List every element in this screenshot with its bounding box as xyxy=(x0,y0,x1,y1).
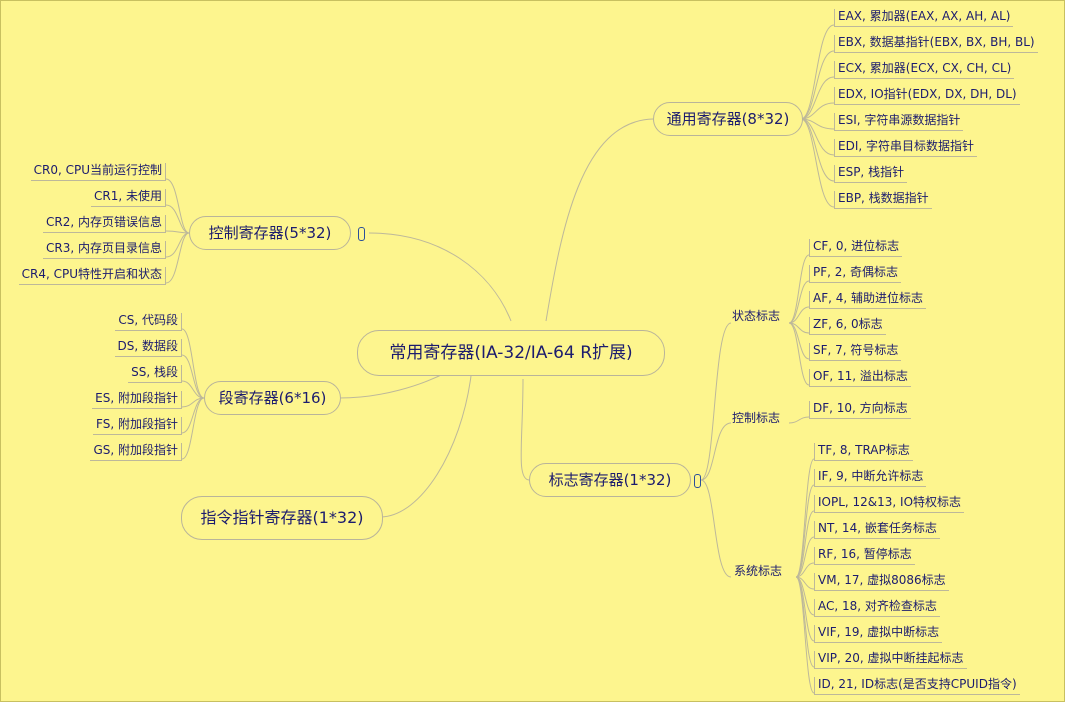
leaf-esp[interactable]: ESP, 栈指针 xyxy=(834,165,908,183)
leaf-vif[interactable]: VIF, 19, 虚拟中断标志 xyxy=(814,625,943,643)
leaf-of[interactable]: OF, 11, 溢出标志 xyxy=(809,369,911,387)
leaf-eax[interactable]: EAX, 累加器(EAX, AX, AH, AL) xyxy=(834,9,1014,27)
leaf-nt[interactable]: NT, 14, 嵌套任务标志 xyxy=(814,521,940,539)
leaf-sf[interactable]: SF, 7, 符号标志 xyxy=(809,343,902,361)
link-central-control xyxy=(368,232,512,322)
leaf-gs[interactable]: GS, 附加段指针 xyxy=(90,443,182,461)
paperclip-icon[interactable] xyxy=(358,227,365,241)
leaf-edx[interactable]: EDX, IO指针(EDX, DX, DH, DL) xyxy=(834,87,1020,105)
leaf-zf[interactable]: ZF, 6, 0标志 xyxy=(809,317,886,335)
link-central-flags xyxy=(520,378,530,481)
group-system-flags[interactable]: 系统标志 xyxy=(734,564,783,578)
leaf-df[interactable]: DF, 10, 方向标志 xyxy=(809,401,911,419)
branch-general-registers[interactable]: 通用寄存器(8*32) xyxy=(653,102,803,136)
leaf-ecx[interactable]: ECX, 累加器(ECX, CX, CH, CL) xyxy=(834,61,1015,79)
link-central-ip xyxy=(380,375,472,518)
paperclip-icon[interactable] xyxy=(694,474,701,488)
leaf-af[interactable]: AF, 4, 辅助进位标志 xyxy=(809,291,927,309)
leaf-vm[interactable]: VM, 17, 虚拟8086标志 xyxy=(814,573,949,591)
central-topic[interactable]: 常用寄存器(IA-32/IA-64 R扩展) xyxy=(357,330,665,376)
leaf-tf[interactable]: TF, 8, TRAP标志 xyxy=(814,443,913,461)
leaf-cr2[interactable]: CR2, 内存页错误信息 xyxy=(43,215,166,233)
leaf-pf[interactable]: PF, 2, 奇偶标志 xyxy=(809,265,902,283)
branch-segment-registers[interactable]: 段寄存器(6*16) xyxy=(204,381,341,415)
leaf-cr1[interactable]: CR1, 未使用 xyxy=(91,189,166,207)
leaf-es[interactable]: ES, 附加段指针 xyxy=(92,391,182,409)
leaf-id[interactable]: ID, 21, ID标志(是否支持CPUID指令) xyxy=(814,677,1020,695)
leaf-vip[interactable]: VIP, 20, 虚拟中断挂起标志 xyxy=(814,651,967,669)
leaf-cr4[interactable]: CR4, CPU特性开启和状态 xyxy=(18,267,166,285)
leaf-ss[interactable]: SS, 栈段 xyxy=(128,365,182,383)
group-control-flags[interactable]: 控制标志 xyxy=(732,411,781,425)
branch-control-registers[interactable]: 控制寄存器(5*32) xyxy=(189,216,351,250)
leaf-rf[interactable]: RF, 16, 暂停标志 xyxy=(814,547,915,565)
leaf-ds[interactable]: DS, 数据段 xyxy=(114,339,182,357)
leaf-cf[interactable]: CF, 0, 进位标志 xyxy=(809,239,903,257)
leaf-edi[interactable]: EDI, 字符串目标数据指针 xyxy=(834,139,977,157)
link-central-general xyxy=(545,118,654,322)
leaf-cr0[interactable]: CR0, CPU当前运行控制 xyxy=(30,163,166,181)
branch-flags-register[interactable]: 标志寄存器(1*32) xyxy=(529,463,691,497)
leaf-cs[interactable]: CS, 代码段 xyxy=(115,313,182,331)
leaf-cr3[interactable]: CR3, 内存页目录信息 xyxy=(43,241,166,259)
leaf-ebx[interactable]: EBX, 数据基指针(EBX, BX, BH, BL) xyxy=(834,35,1038,53)
leaf-esi[interactable]: ESI, 字符串源数据指针 xyxy=(834,113,964,131)
leaf-fs[interactable]: FS, 附加段指针 xyxy=(93,417,182,435)
leaf-if[interactable]: IF, 9, 中断允许标志 xyxy=(814,469,927,487)
leaf-ebp[interactable]: EBP, 栈数据指针 xyxy=(834,191,932,209)
leaf-ac[interactable]: AC, 18, 对齐检查标志 xyxy=(814,599,940,617)
group-status-flags[interactable]: 状态标志 xyxy=(732,309,781,323)
leaf-iopl[interactable]: IOPL, 12&13, IO特权标志 xyxy=(814,495,965,513)
branch-instruction-pointer[interactable]: 指令指针寄存器(1*32) xyxy=(181,496,383,540)
